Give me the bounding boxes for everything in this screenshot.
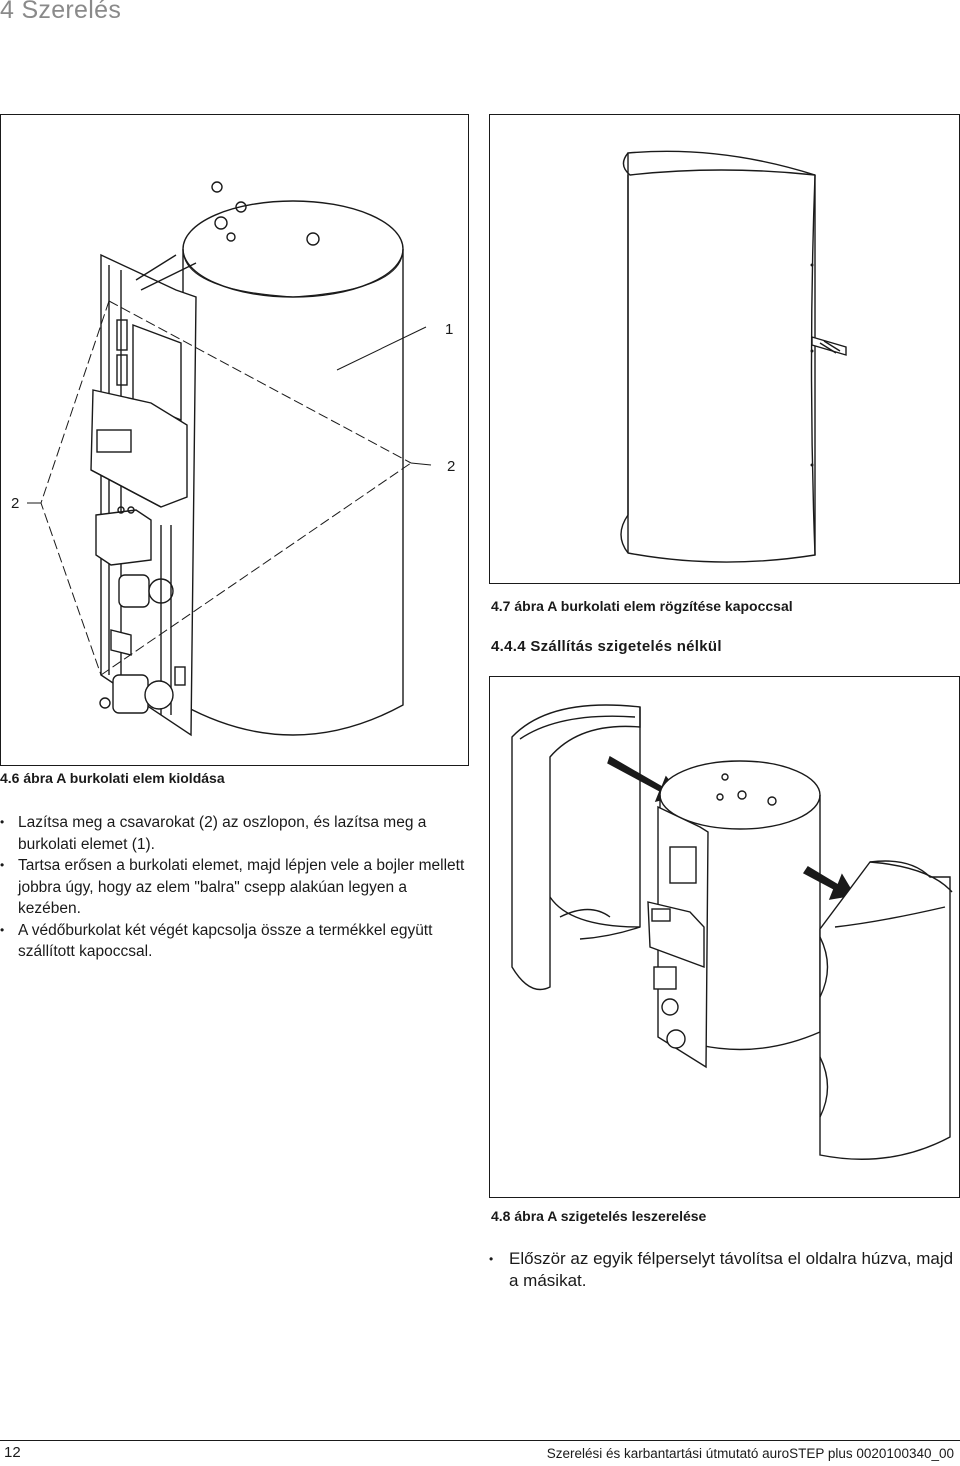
casing-clip-illustration [620,150,847,563]
instruction-item: Tartsa erősen a burkolati elemet, majd l… [0,855,470,920]
footer-text: Szerelési és karbantartási útmutató auro… [546,1446,954,1461]
callout-2-right: 2 [447,458,456,475]
instructions-right-list: Először az egyik félperselyt távolítsa e… [489,1248,959,1292]
section-title: 4 Szerelés [0,0,122,24]
figure-4-8-caption: 4.8 ábra A szigetelés leszerelése [491,1208,707,1224]
figure-4-7-frame [489,114,960,584]
instructions-left-list: Lazítsa meg a csavarokat (2) az oszlopon… [0,812,470,963]
instruction-item: Először az egyik félperselyt távolítsa e… [489,1248,959,1292]
callout-2-left: 2 [11,495,20,512]
subsection-title: 4.4.4 Szállítás szigetelés nélkül [491,638,722,655]
insulation-removal-illustration [511,704,953,1160]
callout-1: 1 [445,321,454,338]
page-number: 12 [4,1444,21,1461]
instruction-item: A védőburkolat két végét kapcsolja össze… [0,920,470,963]
footer-rule [0,1440,960,1441]
figure-4-7-caption: 4.7 ábra A burkolati elem rögzítése kapo… [491,598,793,614]
boiler-with-casing-illustration [27,181,432,737]
instruction-item: Lazítsa meg a csavarokat (2) az oszlopon… [0,812,470,855]
figure-4-6-frame: 1 2 2 [0,114,469,766]
figure-4-6-caption: 4.6 ábra A burkolati elem kioldása [0,770,225,786]
figure-4-8-frame [489,676,960,1198]
